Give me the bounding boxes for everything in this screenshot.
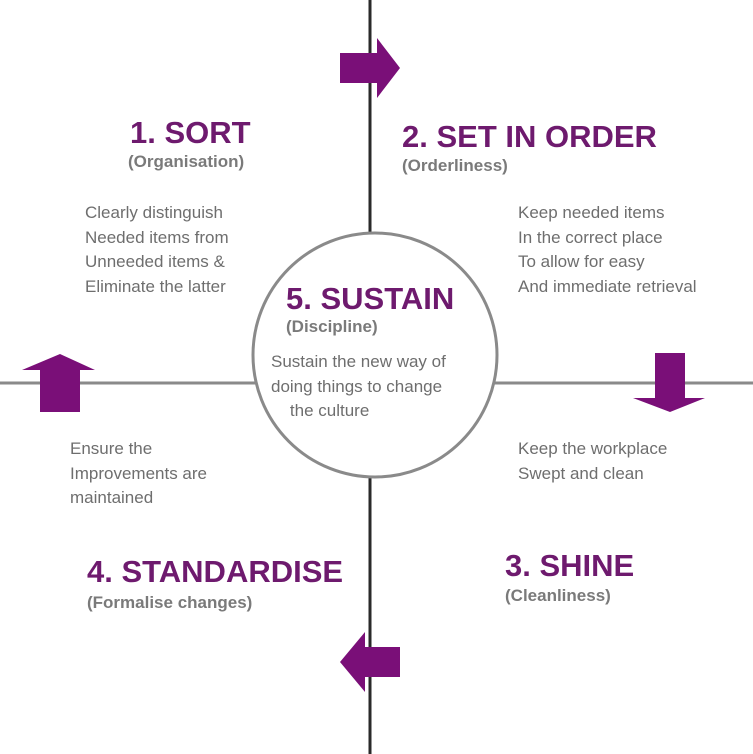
standardise-description: Ensure the Improvements are maintained — [70, 439, 207, 507]
right-arrow-icon — [340, 38, 400, 98]
shine-subtitle: (Cleanliness) — [505, 586, 611, 605]
shine-description: Keep the workplace Swept and clean — [518, 439, 668, 483]
sustain-description: Sustain the new way of doing things to c… — [271, 352, 446, 420]
set-in-order-title: 2. SET IN ORDER — [402, 119, 657, 154]
sustain-subtitle: (Discipline) — [286, 317, 378, 336]
sustain-title: 5. SUSTAIN — [286, 281, 455, 316]
standardise-subtitle: (Formalise changes) — [87, 593, 253, 612]
set-in-order-subtitle: (Orderliness) — [402, 156, 508, 175]
shine-title: 3. SHINE — [505, 548, 635, 583]
left-arrow-icon — [340, 632, 400, 692]
set-in-order-description: Keep needed items In the correct place T… — [518, 203, 697, 296]
sort-title: 1. SORT — [130, 115, 251, 150]
up-arrow-icon — [22, 354, 95, 412]
sort-subtitle: (Organisation) — [128, 152, 245, 171]
sort-description: Clearly distinguish Needed items from Un… — [85, 203, 229, 296]
standardise-title: 4. STANDARDISE — [87, 554, 344, 589]
center-circle — [251, 231, 499, 479]
down-arrow-icon — [633, 353, 705, 412]
